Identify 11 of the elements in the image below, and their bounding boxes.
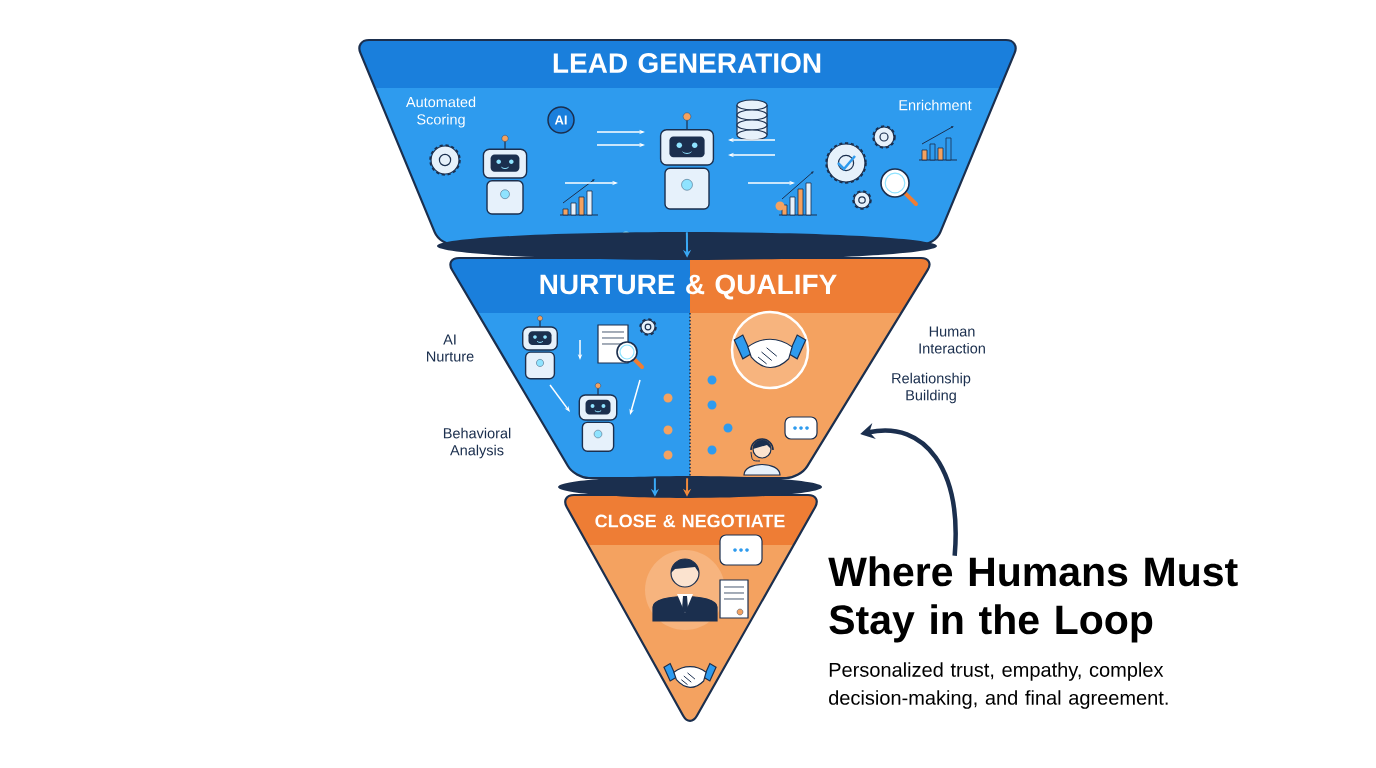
side-label: Relationship Building (892, 372, 971, 404)
side-label: AI Nurture (427, 334, 474, 362)
feature-label: Automated Scoring (406, 96, 476, 128)
callout-text: Personalized trust, empathy, complex decision-making, and final agreement. (829, 662, 1168, 709)
side-label: Behavioral Analysis (443, 427, 511, 459)
feature-label: Enrichment (899, 99, 972, 111)
callout-heading: Where Humans Must Stay in the Loop (828, 556, 1238, 643)
side-label: Human Interaction (919, 326, 985, 354)
ai-badge: AI (547, 106, 575, 134)
section-heading: CLOSE & NEGOTIATE (595, 514, 785, 528)
section-heading: LEAD GENERATION (553, 53, 821, 73)
